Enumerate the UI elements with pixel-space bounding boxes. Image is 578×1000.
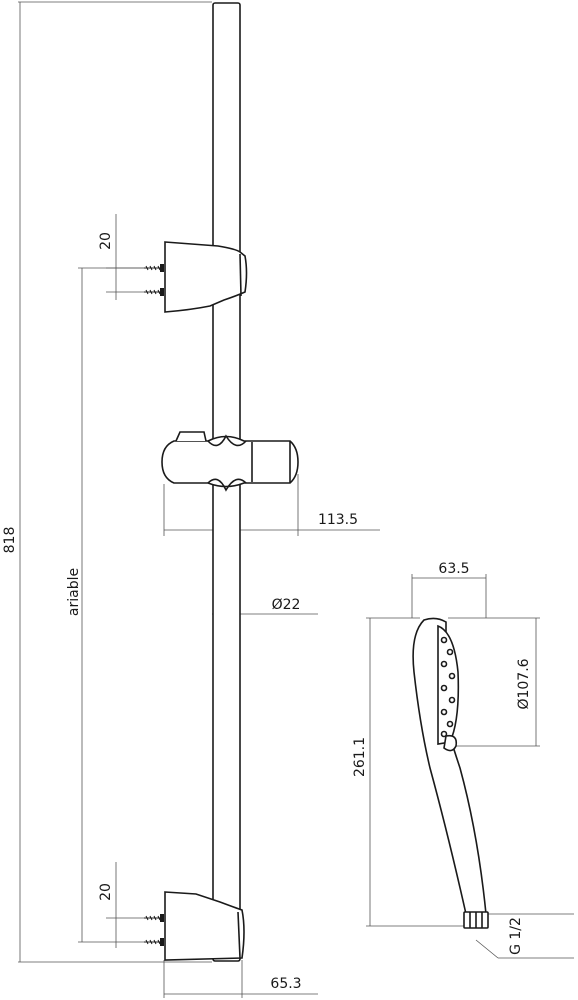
top-screws — [144, 264, 164, 296]
slider-projection-label: 113.5 — [318, 512, 358, 528]
bracket-projection-label: 65.3 — [270, 976, 301, 992]
rail-diameter-label: Ø22 — [272, 597, 301, 613]
spray-nozzles — [440, 636, 456, 738]
bottom-screws — [144, 914, 164, 946]
variable-length-label: ariable — [66, 568, 82, 616]
head-diameter-label: Ø107.6 — [516, 658, 532, 709]
overall-length-label: 818 — [2, 527, 18, 554]
handle-length-label: 261.1 — [352, 737, 368, 777]
thread-label: G 1/2 — [508, 917, 524, 955]
dimension-labels: 818 ariable 20 20 113.5 Ø22 65.3 63.5 Ø1… — [2, 232, 532, 992]
hand-shower — [412, 617, 489, 929]
top-wall-bracket — [144, 241, 248, 313]
top-bracket-spacing-label: 20 — [98, 232, 114, 250]
dimension-lines — [18, 1, 574, 998]
bottom-bracket-spacing-label: 20 — [98, 883, 114, 901]
bottom-wall-bracket — [144, 891, 245, 961]
slider — [161, 431, 299, 492]
head-width-label: 63.5 — [438, 561, 469, 577]
